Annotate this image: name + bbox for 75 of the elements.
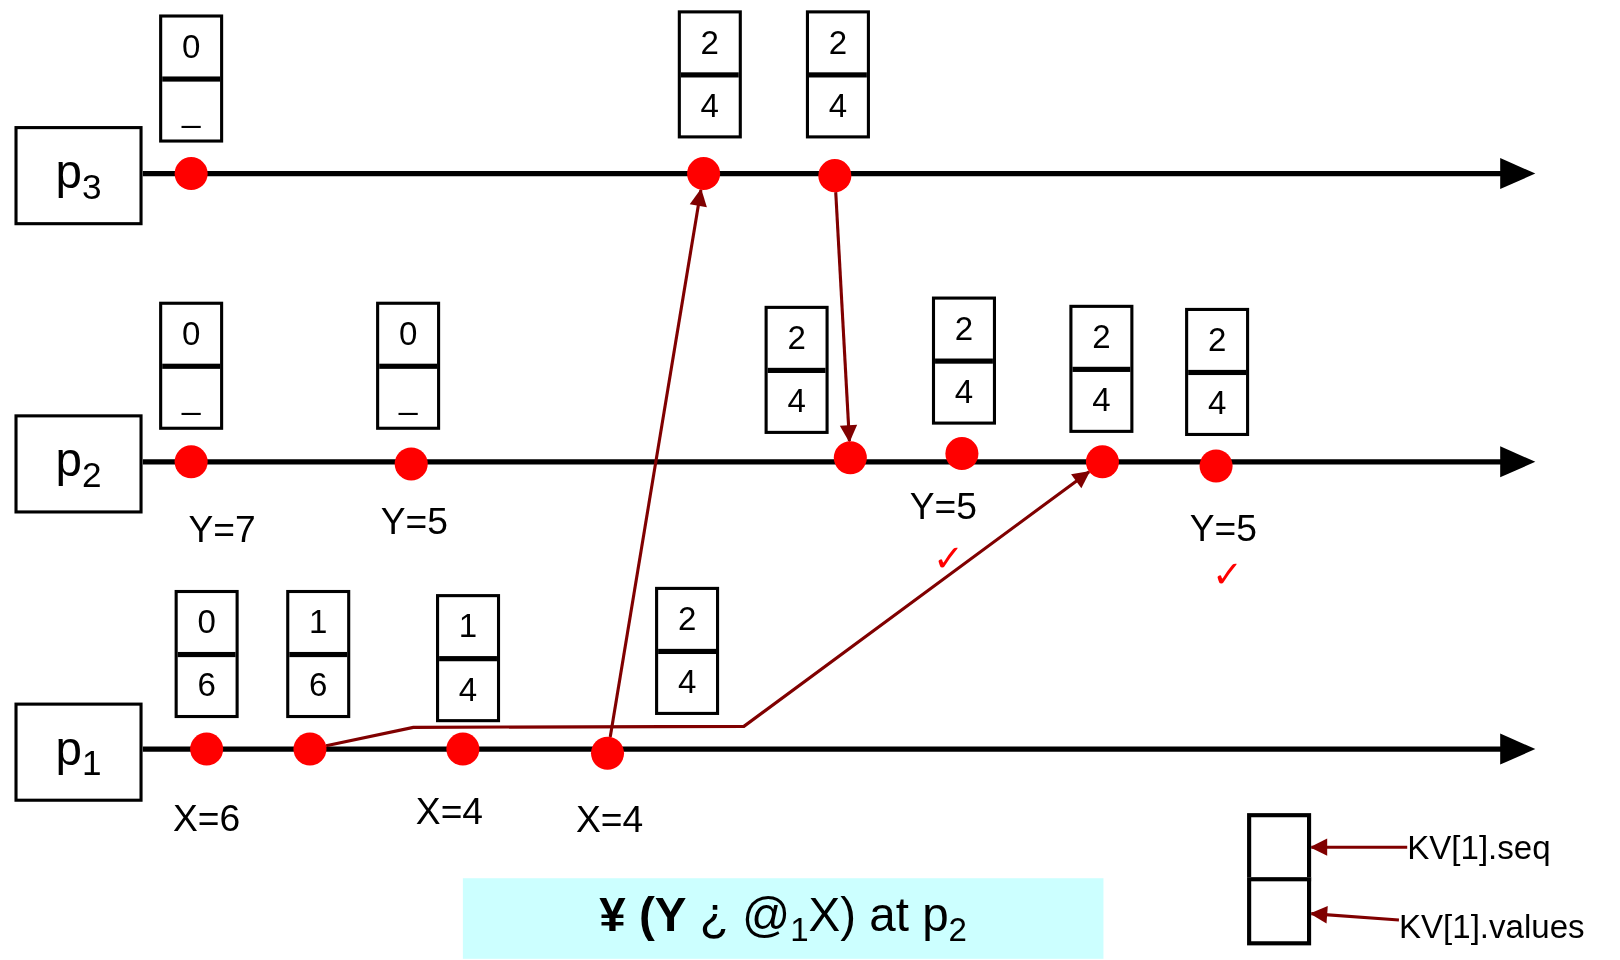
value-label: Y=7 — [188, 511, 256, 549]
register-box — [677, 10, 742, 139]
stored-value: 4 — [457, 669, 479, 710]
event-dot — [446, 732, 480, 766]
check-mark: ✓ — [1211, 555, 1243, 594]
event-dot — [174, 445, 208, 479]
sequence-value: 2 — [1072, 307, 1131, 372]
register-box — [159, 301, 224, 430]
sequence-value: 2 — [658, 589, 716, 654]
stored-value: _ — [397, 377, 419, 418]
register-box — [376, 301, 441, 430]
stored-value: 4 — [786, 381, 807, 422]
stored-value: 4 — [1206, 383, 1228, 424]
formula-text: ¥ (Y ¿ @$_{1}$X) at p$_{2}$ — [599, 886, 967, 951]
legend-text: KV[1].seq — [1407, 830, 1551, 864]
event-dot — [591, 736, 625, 770]
process-box — [14, 414, 143, 514]
event-dot — [833, 441, 867, 475]
register-box — [436, 594, 501, 723]
value-label: Y=5 — [909, 487, 977, 525]
sequence-value: 0 — [162, 17, 221, 82]
sequence-value: 0 — [162, 304, 221, 369]
message-arrow — [325, 470, 1091, 748]
process-label: p$_{1}$ — [55, 720, 102, 784]
value-label: X=4 — [415, 793, 484, 831]
sequence-value: 0 — [379, 304, 438, 369]
event-dot — [945, 437, 979, 471]
process-label: p$_{3}$ — [55, 144, 102, 208]
message-arrow — [834, 192, 858, 443]
event-dot — [1085, 445, 1119, 479]
value-label: Y=5 — [1189, 510, 1257, 548]
register-box — [174, 589, 239, 719]
register-box — [931, 296, 996, 425]
process-box — [14, 126, 143, 226]
process-label: p$_{2}$ — [55, 432, 102, 496]
event-dot — [687, 157, 721, 191]
value-label: X=4 — [576, 800, 644, 838]
event-dot — [1199, 449, 1233, 483]
event-dot — [394, 447, 428, 481]
stored-value: 4 — [953, 372, 975, 413]
event-dot — [818, 159, 852, 193]
event-dot — [190, 732, 224, 766]
event-dot — [293, 732, 327, 766]
process-box — [14, 702, 143, 802]
register-box — [764, 305, 829, 434]
register-box — [805, 10, 870, 139]
stored-value: 4 — [827, 86, 849, 127]
register-box — [1069, 304, 1134, 433]
stored-value: 4 — [699, 86, 720, 127]
legend-text: KV[1].values — [1398, 910, 1585, 944]
sequence-value: 2 — [767, 308, 826, 373]
sequence-value: 1 — [439, 597, 497, 661]
check-mark: ✓ — [933, 540, 964, 578]
stored-value: 4 — [1091, 380, 1112, 421]
sequence-value: 2 — [680, 13, 739, 77]
sequence-value: 2 — [1188, 311, 1247, 375]
stored-value: 4 — [676, 662, 698, 703]
sequence-value: 0 — [177, 593, 236, 657]
value-label: Y=5 — [380, 503, 448, 541]
register-box — [286, 589, 351, 719]
formula-band — [462, 878, 1104, 959]
stored-value: _ — [180, 377, 202, 418]
stored-value: _ — [180, 90, 202, 131]
stored-value: 6 — [196, 665, 217, 706]
event-dot — [174, 157, 208, 191]
message-arrow — [608, 188, 707, 738]
value-label: X=6 — [173, 799, 241, 837]
register-box — [1185, 307, 1250, 436]
register-box — [655, 586, 720, 715]
sequence-value: 1 — [289, 593, 348, 657]
sequence-value: 2 — [809, 13, 867, 77]
stored-value: 6 — [308, 665, 329, 706]
register-box — [159, 14, 224, 143]
sequence-value: 2 — [935, 299, 993, 364]
legend-cell — [1247, 877, 1312, 946]
